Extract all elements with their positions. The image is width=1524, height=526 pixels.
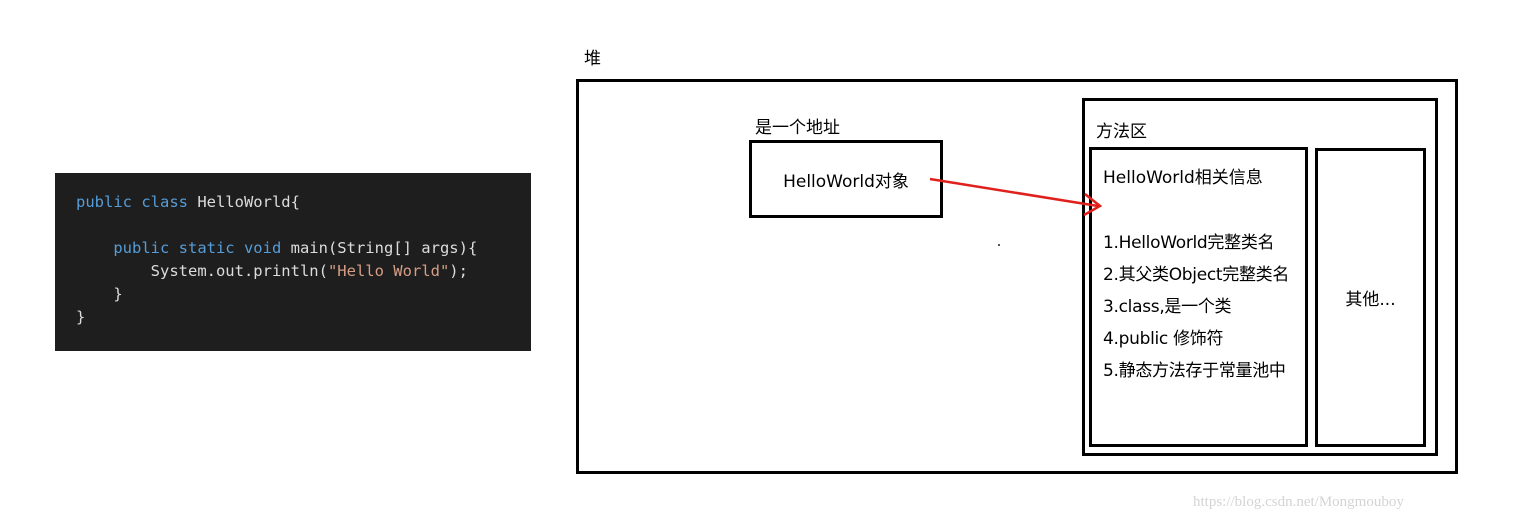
code-line: }	[76, 283, 531, 306]
code-text: System.out.println(	[76, 262, 328, 280]
class-info-item: 3.class,是一个类	[1103, 297, 1232, 317]
other-label: 其他...	[1345, 290, 1396, 310]
code-text: }	[76, 285, 123, 303]
arrow-head-icon	[1083, 193, 1103, 217]
code-line: }	[76, 306, 531, 329]
code-line: public static void main(String[] args){	[76, 237, 531, 260]
class-info-item: 5.静态方法存于常量池中	[1103, 361, 1286, 381]
code-string: "Hello World"	[327, 262, 450, 280]
heap-label: 堆	[584, 49, 601, 69]
code-text: HelloWorld{	[187, 193, 300, 211]
code-line: System.out.println("Hello World");	[76, 260, 531, 283]
code-text: }	[76, 308, 86, 326]
other-box: 其他...	[1315, 148, 1426, 447]
class-info-title: HelloWorld相关信息	[1103, 168, 1263, 188]
method-area-label: 方法区	[1096, 122, 1147, 142]
code-lines: public class HelloWorld{ public static v…	[76, 191, 531, 329]
code-line: public class HelloWorld{	[76, 191, 531, 214]
class-info-item: 4.public 修饰符	[1103, 329, 1224, 349]
class-info-item: 2.其父类Object完整类名	[1103, 265, 1290, 285]
heap-box	[576, 79, 1458, 474]
code-block: public class HelloWorld{ public static v…	[55, 173, 531, 351]
code-keyword: public static void	[113, 239, 282, 257]
code-text: main(String[] args){	[281, 239, 478, 257]
stray-dot	[998, 244, 1000, 246]
class-info-box	[1089, 147, 1308, 447]
address-label: 是一个地址	[755, 118, 840, 138]
arrow-line	[929, 177, 1099, 208]
object-box: HelloWorld对象	[749, 140, 943, 218]
code-text: );	[449, 262, 468, 280]
code-keyword: public class	[76, 193, 188, 211]
watermark: https://blog.csdn.net/Mongmouboy	[1193, 494, 1404, 510]
object-label: HelloWorld对象	[783, 171, 909, 192]
method-area-box	[1082, 98, 1438, 456]
class-info-item: 1.HelloWorld完整类名	[1103, 233, 1275, 253]
